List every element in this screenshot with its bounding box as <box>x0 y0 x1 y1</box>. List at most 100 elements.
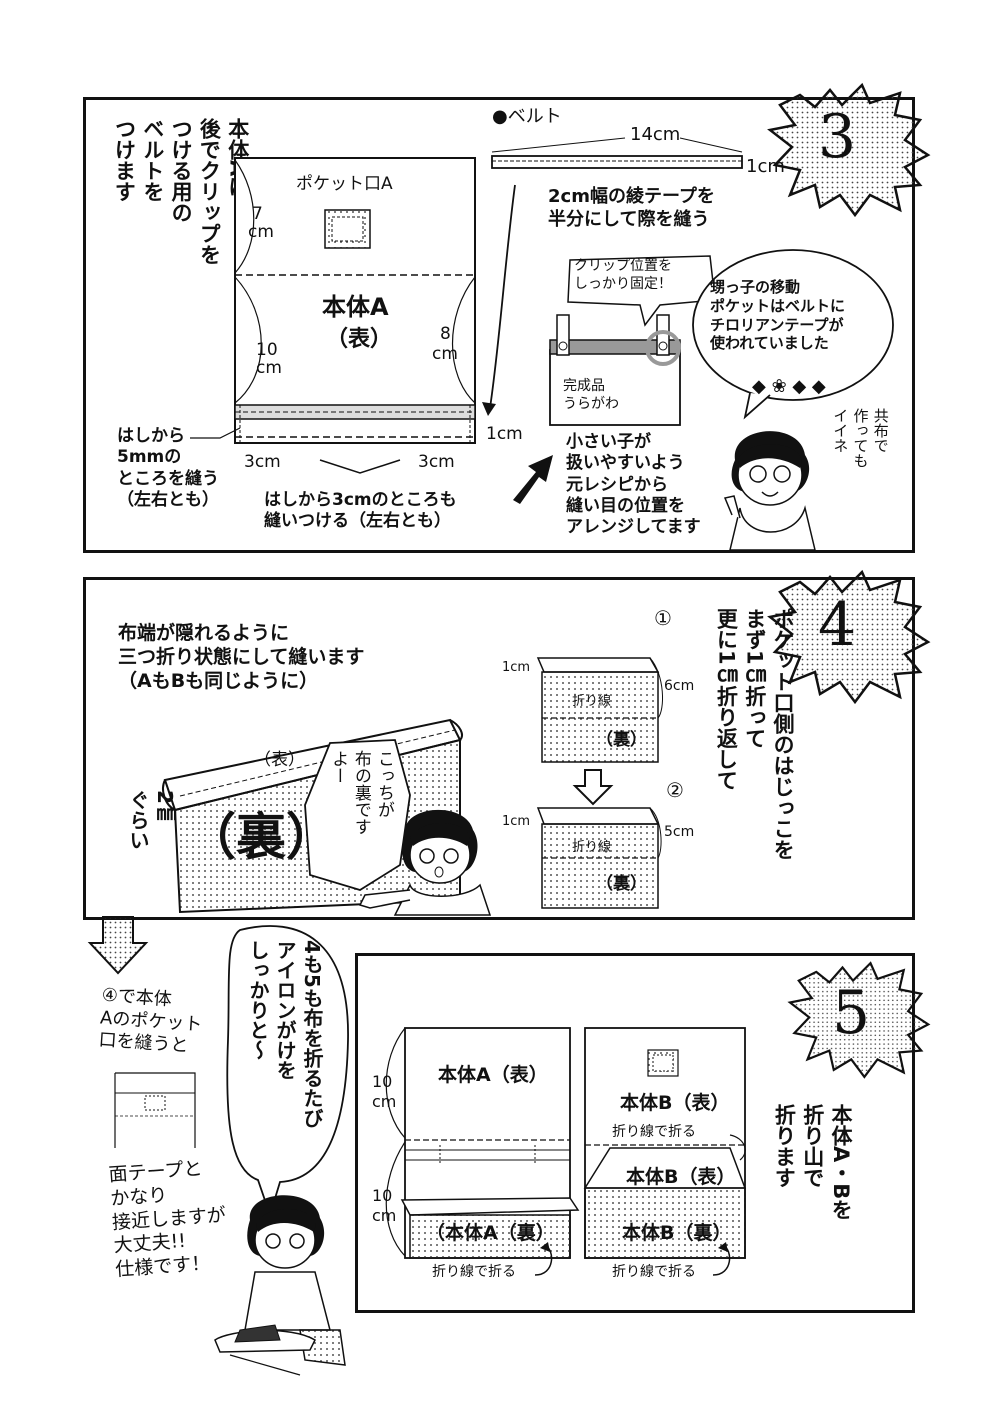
finished-product-diagram <box>549 314 681 426</box>
step-2-5cm: 5cm <box>664 824 695 840</box>
side-text-line: 折ります <box>772 1104 797 1188</box>
note-line: （左右とも） <box>117 489 219 510</box>
fold-a-arrow-icon <box>534 1242 553 1276</box>
intro-line: （AもBも同じように） <box>118 669 319 692</box>
step-4-number: 4 <box>818 590 857 660</box>
mm-part: 2 <box>153 790 177 804</box>
comment-line: 作っても <box>851 408 870 468</box>
small-pocket-diagram <box>114 1072 196 1148</box>
bubble-line: 布の裏です <box>350 750 371 835</box>
mm-part: ぐらい <box>126 790 150 850</box>
mm-part: ㎜ <box>153 803 177 824</box>
intro-line: 布端が隠れるように <box>118 622 290 644</box>
finished-label: 完成品 うらがわ <box>563 378 619 413</box>
body-b-back: 本体B（裏） <box>622 1222 732 1244</box>
step-3-burst <box>767 82 931 218</box>
bubble-line: チロリアンテープが <box>710 315 844 334</box>
label-line: うらがわ <box>563 395 619 412</box>
measure-8: 8 <box>440 324 451 344</box>
measure-1cm: 1cm <box>486 424 523 444</box>
step-2-back: （裏） <box>596 874 647 894</box>
pocket-label: ポケット口A <box>296 174 393 194</box>
nephew-bubble-text: 甥っ子の移動 ポケットはベルトに チロリアンテープが 使われていました <box>710 278 845 353</box>
body-a-diagram <box>234 157 476 474</box>
belt-diagram <box>491 137 743 169</box>
measure-3cm-right: 3cm <box>418 452 455 472</box>
step-2-marker: ② <box>666 778 684 802</box>
down-arrow-icon <box>87 916 149 975</box>
side-text-line: つける用の <box>169 118 194 223</box>
step-3-number: 3 <box>818 102 857 172</box>
body-b-fold-diagram <box>583 1027 747 1259</box>
step-1-1cm: 1cm <box>502 660 531 675</box>
measure-10-b: 10 <box>372 1186 393 1205</box>
fabric-front-label: （表） <box>254 750 305 770</box>
side-comment: 共布で 作っても イイネ <box>830 408 891 528</box>
leader-line <box>190 427 241 439</box>
bubble-line: しっかり固定！ <box>574 275 672 292</box>
step-2-diagram <box>536 807 662 909</box>
body-a-front-label: （表） <box>326 327 393 352</box>
bubble-line: しっかりと〜 <box>246 940 270 1060</box>
body-a-fold-diagram <box>385 1027 580 1259</box>
down-arrow-icon <box>572 769 614 806</box>
measure-10-b-unit: cm <box>372 1206 397 1225</box>
note-line: 半分にして際を縫う <box>548 208 710 230</box>
side-text-line: 本体A・Bを <box>829 1104 854 1221</box>
bubble-line: ポケットはベルトに <box>710 296 846 315</box>
side-text-line: 更に1㎝折り返して <box>714 608 739 791</box>
measure-8-unit: cm <box>432 344 458 364</box>
note-line: 縫いつける（左右とも） <box>264 511 451 532</box>
measure-10-unit: cm <box>256 358 282 378</box>
step-5-number: 5 <box>832 978 871 1048</box>
body-a-front: 本体A（表） <box>438 1064 548 1086</box>
side-text-line: つけます <box>112 118 137 202</box>
bubble-line: 使われていました <box>710 334 829 353</box>
measure-7-unit: cm <box>248 222 274 242</box>
step-4-burst <box>767 569 931 705</box>
step-1-back: （裏） <box>596 730 647 750</box>
big-arrow-icon <box>513 455 553 504</box>
ironing-bubble <box>226 925 349 1218</box>
comment-line: イイネ <box>831 408 850 453</box>
character-bubble-text: こっちが 布の裏です よー <box>326 750 395 880</box>
left-note: はしから 5mmの ところを縫う （左右とも） <box>117 426 219 511</box>
belt-arrow <box>482 184 516 416</box>
step-2-1cm: 1cm <box>502 814 531 829</box>
step-1-diagram <box>536 657 663 763</box>
ironing-character <box>214 1195 346 1376</box>
clip-bubble-text: クリップ位置を しっかり固定！ <box>574 258 672 293</box>
fold-b-label: 折り線で折る <box>612 1264 696 1280</box>
panel5-side-text: 本体A・Bを 折り山で 折ります <box>770 1104 855 1274</box>
bubble-line: こっちが <box>373 750 394 818</box>
note-line: 元レシピから <box>566 474 668 495</box>
body-b-front: 本体B（表） <box>620 1092 730 1114</box>
step-5-burst <box>787 961 931 1079</box>
belt-width: 1cm <box>746 156 785 177</box>
bubble-line: 4も5も布を折るたび <box>300 940 324 1128</box>
bubble-line: 甥っ子の移動 <box>710 278 801 296</box>
comment-line: 共布で <box>871 408 890 453</box>
step-2-fold: 折り線 <box>572 840 612 855</box>
measure-10-a-unit: cm <box>372 1092 397 1111</box>
author-character <box>723 431 816 551</box>
intro-line: 三つ折り状態にして縫います <box>118 645 365 668</box>
fold-line-label: 折り線で折る <box>612 1124 696 1140</box>
side-text-line: まず1㎝折って <box>742 608 767 749</box>
body-b-front-folded: 本体B（表） <box>626 1166 736 1188</box>
ironing-bubble-text: 4も5も布を折るたび アイロンがけを しっかりと〜 <box>244 940 325 1180</box>
bubble-line: よー <box>327 750 348 784</box>
side-text-line: 折り山で <box>800 1104 825 1188</box>
bubble-line: クリップ位置を <box>574 258 672 274</box>
label-line: 完成品 <box>563 378 605 394</box>
author-character <box>358 809 492 916</box>
clip-bubble <box>567 255 716 327</box>
step-1-6cm: 6cm <box>664 678 695 694</box>
measure-7: 7 <box>252 204 263 224</box>
measure-10: 10 <box>256 340 278 360</box>
nephew-bubble <box>692 249 894 420</box>
note-line: 扱いやすいよう <box>566 453 685 474</box>
note-line: アレンジしてます <box>566 517 701 537</box>
belt-length: 14cm <box>630 124 681 145</box>
note-line: 5mmの <box>117 447 182 468</box>
